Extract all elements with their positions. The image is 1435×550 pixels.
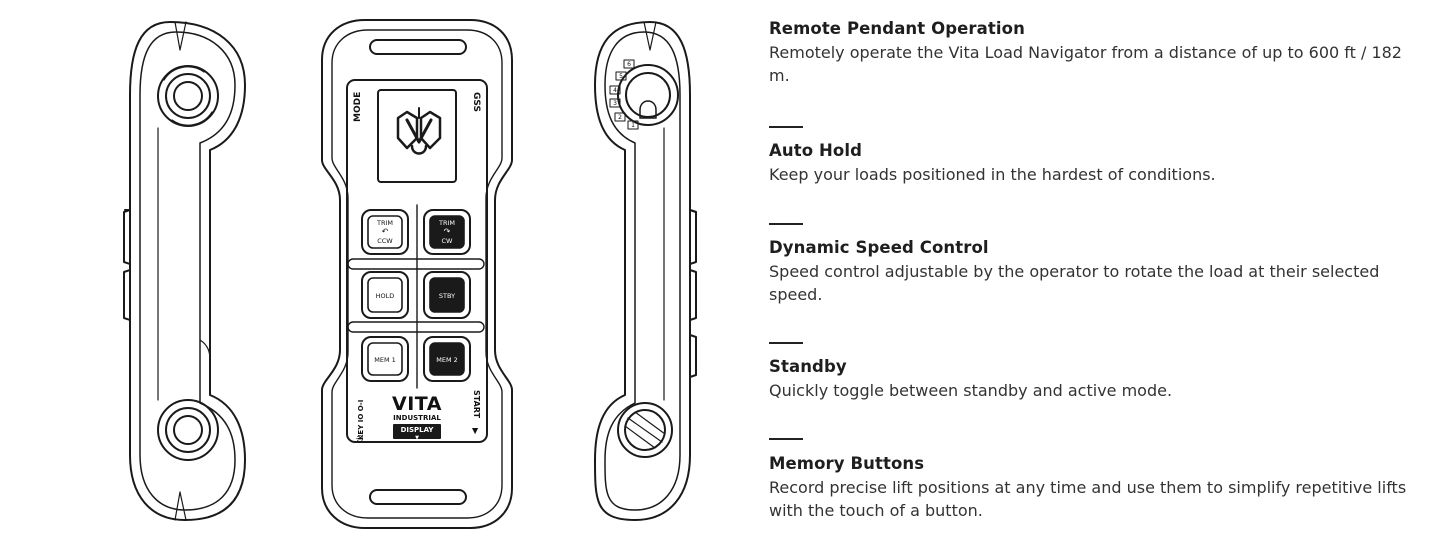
trim-ccw-label-2: CCW bbox=[377, 237, 393, 245]
display-label: DISPLAY bbox=[401, 426, 435, 434]
mem1-button bbox=[367, 342, 403, 376]
remote-right-side-view bbox=[594, 21, 697, 521]
feature-description: Quickly toggle between standby and activ… bbox=[769, 381, 1173, 400]
feature-description: Keep your loads positioned in the hardes… bbox=[769, 165, 1216, 184]
feature-title: Memory Buttons bbox=[769, 454, 925, 473]
feature-dynamic-speed: Dynamic Speed Control Speed control adju… bbox=[769, 237, 1409, 306]
stby-button bbox=[429, 277, 465, 313]
dial-number-3: 3 bbox=[613, 100, 617, 107]
power-icon: ⏻ bbox=[355, 435, 366, 442]
mode-label: MODE bbox=[353, 92, 363, 122]
trim-cw-label-2: CW bbox=[442, 237, 454, 245]
feature-title: Auto Hold bbox=[769, 141, 862, 160]
feature-divider bbox=[769, 438, 803, 440]
hold-label: HOLD bbox=[376, 292, 395, 300]
trim-ccw-label: TRIM bbox=[376, 219, 393, 227]
display-badge bbox=[393, 424, 441, 439]
remote-left-side-view bbox=[123, 21, 246, 521]
feature-title: Standby bbox=[769, 357, 847, 376]
trim-cw-button bbox=[429, 215, 465, 249]
feature-description: Remotely operate the Vita Load Navigator… bbox=[769, 43, 1402, 85]
remote-illustrations: TRIM ↶ CCW TRIM ↷ CW HOLD STBY MEM 1 MEM… bbox=[123, 19, 697, 529]
start-flag-icon: ▶ bbox=[471, 428, 480, 435]
gss-label: GSS bbox=[471, 92, 481, 112]
trim-ccw-arrow-icon: ↶ bbox=[381, 227, 389, 236]
feature-divider bbox=[769, 342, 803, 344]
brand-subtitle: INDUSTRIAL bbox=[393, 414, 441, 422]
feature-description: Record precise lift positions at any tim… bbox=[769, 478, 1407, 520]
remote-buttons bbox=[367, 215, 465, 376]
remote-front-view bbox=[321, 19, 513, 529]
display-arrow-icon: ▼ bbox=[415, 435, 419, 441]
key-label: KEY IO O-I bbox=[357, 400, 365, 440]
hold-button bbox=[367, 277, 403, 313]
feature-auto-hold: Auto Hold Keep your loads positioned in … bbox=[769, 140, 1409, 186]
dial-number-2: 2 bbox=[618, 114, 622, 121]
trim-cw-label: TRIM bbox=[438, 219, 455, 227]
feature-standby: Standby Quickly toggle between standby a… bbox=[769, 356, 1409, 402]
feature-divider bbox=[769, 126, 803, 128]
dial-number-4: 4 bbox=[613, 87, 617, 94]
dial-number-1: 1 bbox=[631, 122, 635, 129]
feature-title: Remote Pendant Operation bbox=[769, 19, 1025, 38]
trim-cw-arrow-icon: ↷ bbox=[444, 227, 451, 236]
brand-logo: VITA bbox=[392, 393, 442, 415]
stby-label: STBY bbox=[439, 292, 455, 300]
start-label: START bbox=[472, 390, 481, 419]
mem2-button bbox=[429, 342, 465, 376]
mem2-label: MEM 2 bbox=[436, 356, 458, 364]
dial-number-5: 5 bbox=[619, 73, 623, 80]
dial-number-6: 6 bbox=[627, 61, 631, 68]
feature-memory-buttons: Memory Buttons Record precise lift posit… bbox=[769, 453, 1409, 522]
feature-divider bbox=[769, 223, 803, 225]
feature-title: Dynamic Speed Control bbox=[769, 238, 989, 257]
feature-remote-pendant: Remote Pendant Operation Remotely operat… bbox=[769, 18, 1409, 87]
feature-description: Speed control adjustable by the operator… bbox=[769, 262, 1380, 304]
mem1-label: MEM 1 bbox=[374, 356, 396, 364]
trim-ccw-button bbox=[367, 215, 403, 249]
